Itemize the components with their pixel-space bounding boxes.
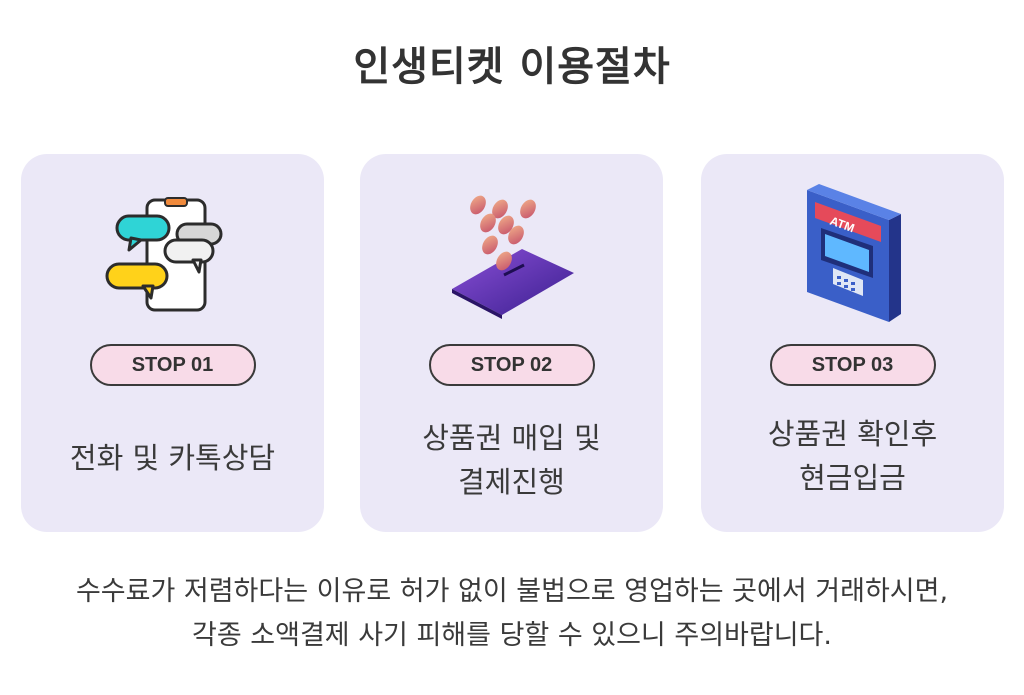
step-badge-1: STOP 01 (89, 344, 256, 386)
notice-line-2: 각종 소액결제 사기 피해를 당할 수 있으니 주의바랍니다. (192, 620, 832, 651)
step-description-line: 전화 및 카톡상담 (69, 441, 276, 475)
step-description-line: 상품권 확인후 (767, 417, 938, 451)
step-description-line: 현금입금 (799, 461, 906, 495)
step-description-line: 상품권 매입 및 (422, 421, 601, 455)
step-badge-2: STOP 02 (428, 344, 595, 386)
step-card-1: STOP 01 전화 및 카톡상담 (21, 154, 324, 532)
notice-line-1: 수수료가 저렴하다는 이유로 허가 없이 불법으로 영업하는 곳에서 거래하시면… (75, 576, 949, 607)
step-badge-3: STOP 03 (769, 344, 936, 386)
step-description-1: 전화 및 카톡상담 (21, 436, 324, 480)
step-card-2: STOP 02 상품권 매입 및 결제진행 (360, 154, 663, 532)
page-title: 인생티켓 이용절차 (353, 44, 671, 90)
atm-icon: ATM (701, 184, 1004, 324)
step-card-3: ATM STOP 03 상품권 확인후 현금입금 (701, 154, 1004, 532)
card-coins-icon (360, 184, 663, 324)
warning-notice: 수수료가 저렴하다는 이유로 허가 없이 불법으로 영업하는 곳에서 거래하시면… (0, 570, 1024, 658)
phone-chat-icon (21, 184, 324, 324)
step-description-3: 상품권 확인후 현금입금 (701, 412, 1004, 500)
step-description-2: 상품권 매입 및 결제진행 (360, 416, 663, 504)
step-description-line: 결제진행 (458, 465, 565, 499)
